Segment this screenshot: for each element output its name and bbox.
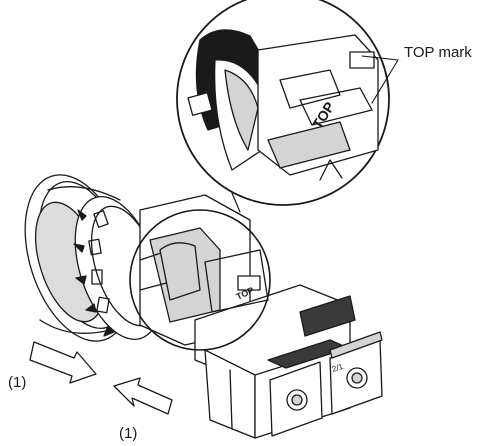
- right-arrow-icon: [29, 341, 97, 384]
- direction-arrows: [29, 341, 173, 415]
- connector-block: [194, 284, 383, 439]
- top-mark-leaders: [361, 55, 399, 104]
- arrow-1-label: (1): [8, 374, 27, 391]
- terminal-number-text: 2/1: [331, 362, 345, 374]
- arrow-2-label: (1): [119, 425, 138, 442]
- detail-circle-small: [129, 209, 271, 351]
- detail-circle-large: [176, 0, 390, 206]
- magnify-leader-line: [231, 192, 241, 213]
- left-arrow-icon: [113, 377, 173, 415]
- top-mark-label: TOP mark: [404, 44, 472, 61]
